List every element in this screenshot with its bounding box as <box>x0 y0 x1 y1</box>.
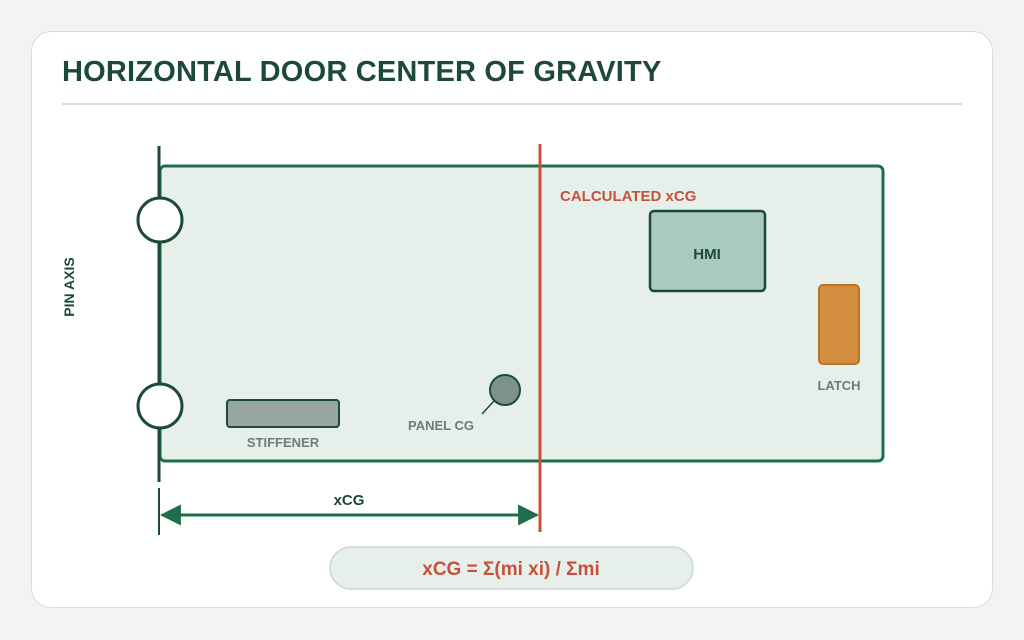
hmi-component <box>648 209 767 293</box>
calculated-xcg-label: CALCULATED xCG <box>560 188 696 205</box>
stiffener-label: STIFFENER <box>247 435 320 450</box>
panel-cg-label: PANEL CG <box>408 418 474 433</box>
xcg-dimension-label: xCG <box>334 492 365 509</box>
hinge-top <box>136 196 184 244</box>
formula-text: xCG = Σ(mi xi) / Σmi <box>422 559 600 580</box>
hinge-bottom <box>136 382 184 430</box>
latch-label: LATCH <box>817 378 860 393</box>
latch-component <box>818 284 860 365</box>
panel-cg-marker <box>489 374 521 406</box>
title-divider <box>62 103 962 105</box>
page-title: HORIZONTAL DOOR CENTER OF GRAVITY <box>62 56 662 88</box>
hmi-label: HMI <box>693 246 721 263</box>
panel-cg-leader <box>481 400 495 415</box>
formula-box <box>329 546 694 590</box>
stiffener-component <box>226 399 340 428</box>
pin-axis-label: PIN AXIS <box>61 257 77 316</box>
